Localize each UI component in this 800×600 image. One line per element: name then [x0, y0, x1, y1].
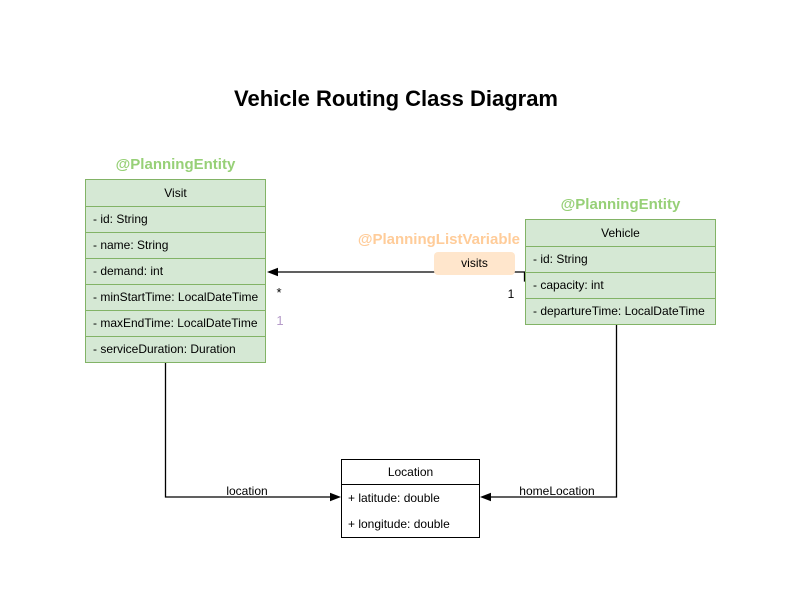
class-vehicle-attr-capacity[interactable]: - capacity: int [526, 272, 715, 298]
class-visit-attr-demand[interactable]: - demand: int [86, 258, 265, 284]
arrowhead-visits [267, 267, 278, 277]
edge-label-visits[interactable]: visits [434, 252, 515, 275]
class-vehicle[interactable]: Vehicle - id: String - capacity: int - d… [525, 219, 716, 325]
edge-label-home-location[interactable]: homeLocation [519, 484, 595, 498]
class-vehicle-attr-id[interactable]: - id: String [526, 246, 715, 272]
class-location-name: Location [342, 460, 479, 485]
class-location-attr-latitude[interactable]: + latitude: double [348, 491, 440, 505]
annotation-planning-list-variable[interactable]: @PlanningListVariable [357, 231, 520, 248]
annotation-planning-entity-vehicle[interactable]: @PlanningEntity [560, 196, 681, 213]
annotation-planning-entity-visit[interactable]: @PlanningEntity [115, 156, 236, 173]
class-vehicle-name: Vehicle [601, 226, 640, 240]
edge-home-location[interactable] [480, 323, 618, 502]
class-location-attr-longitude[interactable]: + longitude: double [348, 517, 450, 531]
multiplicity-visits-target[interactable]: * [276, 285, 282, 300]
edge-visits[interactable] [267, 267, 526, 282]
edge-location[interactable] [164, 362, 342, 502]
class-vehicle-attr-departure-time[interactable]: - departureTime: LocalDateTime [526, 298, 715, 324]
class-visit-attr-id[interactable]: - id: String [86, 206, 265, 232]
edge-label-location[interactable]: location [226, 484, 268, 498]
class-visit-name: Visit [164, 186, 187, 200]
diagram-title[interactable]: Vehicle Routing Class Diagram [234, 86, 558, 111]
class-visit-attr-min-start-time[interactable]: - minStartTime: LocalDateTime [86, 284, 265, 310]
class-location[interactable]: Location + latitude: double + longitude:… [341, 459, 480, 538]
arrowhead-location [330, 492, 341, 502]
multiplicity-visits-secondary[interactable]: 1 [276, 313, 284, 328]
arrowhead-home-location [480, 492, 491, 502]
class-visit-attr-max-end-time[interactable]: - maxEndTime: LocalDateTime [86, 310, 265, 336]
class-visit[interactable]: Visit - id: String - name: String - dema… [85, 179, 266, 363]
class-visit-attr-name[interactable]: - name: String [86, 232, 265, 258]
class-visit-attr-service-duration[interactable]: - serviceDuration: Duration [86, 336, 265, 362]
multiplicity-visits-source[interactable]: 1 [507, 287, 515, 301]
